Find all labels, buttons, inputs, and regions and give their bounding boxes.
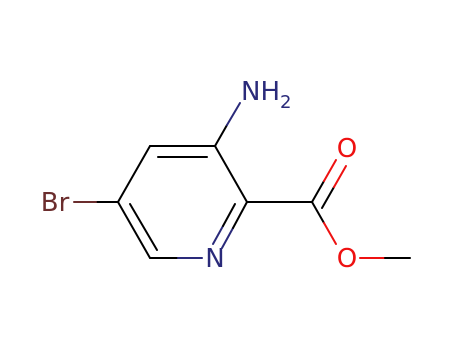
atom-labels: NH2 O O Br N	[41, 77, 358, 274]
bond-n1-c2-black	[232, 201, 248, 229]
bromine-label: Br	[41, 188, 70, 218]
bond-carbonyl-2-black	[321, 186, 335, 209]
bond-ester-c-o-red	[323, 222, 337, 245]
amine-subscript: 2	[280, 92, 291, 113]
carbonyl-oxygen-label: O	[337, 134, 357, 164]
bond-carbonyl-1-red	[323, 159, 337, 182]
bond-c2-c3	[214, 145, 248, 203]
ester-oxygen-label: O	[337, 244, 357, 274]
bond-c3-nh2-blue	[226, 102, 241, 126]
bond-ester-c-o-black	[311, 201, 325, 224]
ring-nitrogen-label: N	[205, 244, 224, 274]
bond-carbonyl-2-red	[333, 165, 347, 188]
bond-n1-c2-double-blue	[212, 225, 224, 245]
bond-c5-c6-double	[129, 203, 158, 251]
bond-c3-nh2-black	[214, 124, 228, 147]
bonds	[73, 102, 411, 259]
bond-n1-c2-double-black	[222, 203, 236, 227]
bond-carbonyl-1-black	[311, 180, 325, 203]
bond-c5-c6	[117, 201, 151, 259]
bond-n1-c2-blue	[221, 227, 234, 249]
amine-label: NH2	[241, 77, 291, 113]
bond-c4-c5	[117, 145, 151, 203]
